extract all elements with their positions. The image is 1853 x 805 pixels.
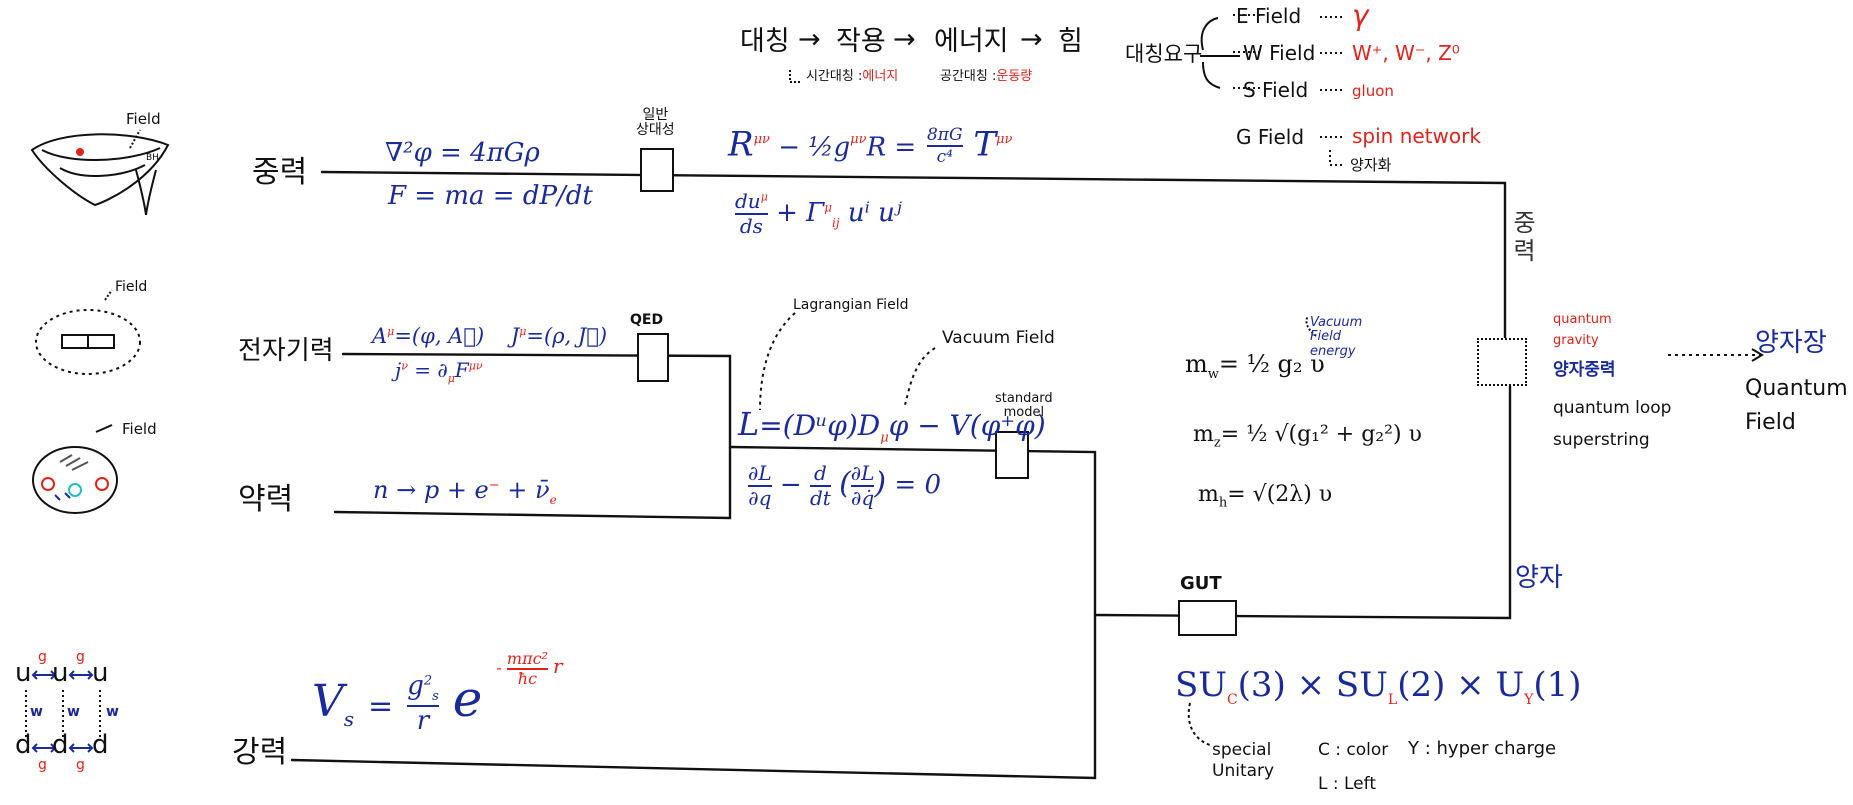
- chain-symmetry: 대칭: [740, 26, 790, 57]
- chain-arrow-1: →: [798, 24, 821, 55]
- sketch-bh: BH: [146, 153, 159, 163]
- gluon-g3: g: [38, 757, 47, 773]
- note-time: 시간대칭 :에너지: [806, 69, 899, 84]
- w-label-2: w: [67, 704, 80, 720]
- quark-u3: u: [92, 658, 109, 688]
- gr-box: [640, 148, 674, 192]
- quantum-vertical-label: 양자: [1515, 563, 1563, 593]
- chain-energy: 에너지: [934, 26, 1009, 57]
- qg-box: [1477, 338, 1527, 386]
- chain-arrow-3: →: [1020, 24, 1043, 55]
- quantum-field-label-2: Field: [1745, 410, 1796, 435]
- quantization-note: 양자화: [1350, 156, 1392, 174]
- gut-box: [1178, 600, 1237, 636]
- vacuum-field-note: Vacuum Field: [942, 328, 1055, 348]
- em-line: [333, 352, 732, 520]
- chain-force: 힘: [1058, 26, 1083, 57]
- qg-label-2: gravity: [1553, 333, 1599, 348]
- s-field-result: gluon: [1352, 82, 1394, 100]
- beta-decay-eq: n → p + e− + ν̄e: [373, 476, 557, 507]
- qg-kor-label: 양자중력: [1553, 360, 1616, 380]
- newton-eq: F = ma = dP/dt: [388, 181, 593, 211]
- em-field-sketch: [35, 289, 141, 375]
- einstein-eq: Rμν − ½gμνR = 8πG c⁴ Tμν: [728, 124, 1013, 168]
- gluon-g4: g: [76, 757, 85, 773]
- yukawa-eq: Vs = g2s r e - mπc² ħc r: [312, 649, 563, 737]
- mw-eq: mw= ½ g₂ υ: [1185, 350, 1325, 382]
- quark-u2: u: [52, 658, 69, 688]
- qed-box: [637, 333, 669, 382]
- force-em: 전자기력: [238, 336, 334, 366]
- sketch-field-3: Field: [122, 420, 157, 438]
- gravity-line: [320, 170, 1507, 342]
- em-current-eq: jν = ∂μFμν: [395, 358, 483, 385]
- s-field: S Field: [1243, 78, 1309, 102]
- euler-lagrange-eq: ∂L ∂q − d dt ( ∂L ∂q̇ ) = 0: [748, 461, 941, 510]
- force-strong: 강력: [232, 735, 288, 770]
- quark-d3: d: [92, 730, 109, 760]
- special-unitary-note: special Unitary: [1212, 740, 1275, 782]
- quantum-field-label-1: Quantum: [1745, 376, 1848, 401]
- g-field: G Field: [1236, 125, 1305, 149]
- mz-eq: mz= ½ √(g₁² + g₂²) υ: [1193, 422, 1422, 451]
- geodesic-eq: duμ ds + Γμij uⁱ uʲ: [735, 189, 902, 238]
- e-field-result: γ: [1352, 0, 1369, 32]
- w-label-1: w: [30, 704, 43, 720]
- qed-label: QED: [630, 312, 664, 328]
- hypercharge-note: Y : hyper charge: [1408, 738, 1557, 759]
- gluon-g2: g: [76, 649, 85, 665]
- gluon-g1: g: [38, 649, 47, 665]
- lagrangian-eq: L=(Dᵘφ)Dμφ − V(φ⁺φ): [738, 405, 1046, 446]
- symmetry-req-label: 대칭요구: [1125, 42, 1203, 66]
- gravity-well-sketch: [30, 129, 170, 216]
- gr-label: 일반 상대성: [636, 107, 675, 139]
- nucleus-sketch: [32, 424, 118, 514]
- left-note: L : Left: [1318, 774, 1376, 794]
- quantum-field-kor: 양자장: [1755, 328, 1827, 358]
- chain-action: 작용: [836, 26, 886, 57]
- sketch-field-1: Field: [126, 110, 161, 128]
- sketch-field-2: Field: [115, 279, 148, 295]
- quark-u1: u: [15, 658, 32, 688]
- quantum-loop-label: quantum loop: [1553, 398, 1672, 418]
- g-field-result: spin network: [1352, 124, 1481, 148]
- vacuum-energy-note: Vacuum Field energy: [1310, 315, 1363, 359]
- quark-d2: d: [52, 730, 69, 760]
- mh-eq: mh= √(2λ) υ: [1198, 482, 1333, 511]
- w-field-result: W⁺, W⁻, Z⁰: [1352, 41, 1460, 65]
- gravity-vertical-label: 중력: [1508, 210, 1536, 266]
- force-gravity: 중력: [252, 155, 308, 190]
- sm-box: [995, 431, 1029, 479]
- w-field: W Field: [1243, 41, 1316, 65]
- qg-label-1: quantum: [1553, 312, 1612, 327]
- w-label-3: w: [106, 704, 119, 720]
- quark-d1: d: [15, 730, 32, 760]
- poisson-eq: ∇²φ = 4πGρ: [385, 138, 540, 168]
- lagrangian-field-note: Lagrangian Field: [793, 297, 909, 313]
- superstring-label: superstring: [1553, 430, 1650, 450]
- gut-label: GUT: [1180, 573, 1222, 594]
- chain-arrow-2: →: [893, 24, 916, 55]
- note-space: 공간대칭 :운동량: [940, 69, 1033, 84]
- e-field: E Field: [1236, 4, 1302, 28]
- em-potential-eq: Aμ=(φ, A⃗) Jμ=(ρ, J⃗): [372, 324, 608, 348]
- color-note: C : color: [1318, 740, 1389, 760]
- gut-group-eq: SUC(3) × SUL(2) × UY(1): [1175, 665, 1582, 708]
- force-weak: 약력: [238, 482, 294, 517]
- sm-label: standard model: [995, 391, 1053, 421]
